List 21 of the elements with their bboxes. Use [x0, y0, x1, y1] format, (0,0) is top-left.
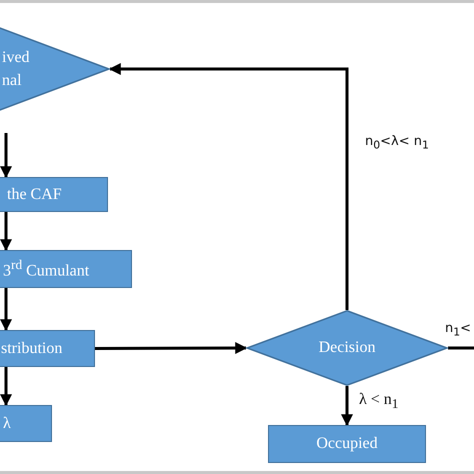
process-box	[0, 405, 52, 442]
node-label: stribution	[1, 338, 62, 359]
node-label: λ	[3, 414, 11, 434]
process-box	[268, 425, 426, 463]
node-label: Decision	[318, 338, 376, 358]
node-label: Occupied	[316, 434, 378, 454]
edge-label: n$_{0}$<λ< n$_{1}$	[363, 134, 431, 152]
process-box	[0, 330, 95, 367]
node-label: 3$^{rd}$ Cumulant	[3, 256, 90, 282]
decision-diamond	[246, 310, 448, 386]
process-box	[0, 177, 108, 212]
node-label: ived nal	[2, 48, 31, 91]
arrow	[0, 212, 12, 252]
arrow	[341, 386, 353, 426]
process-box	[0, 250, 132, 288]
arrow	[0, 288, 12, 332]
node-label: the CAF	[7, 184, 62, 205]
arrow	[108, 63, 348, 310]
arrow	[0, 367, 12, 406]
arrow	[0, 133, 12, 178]
arrow	[95, 342, 248, 354]
